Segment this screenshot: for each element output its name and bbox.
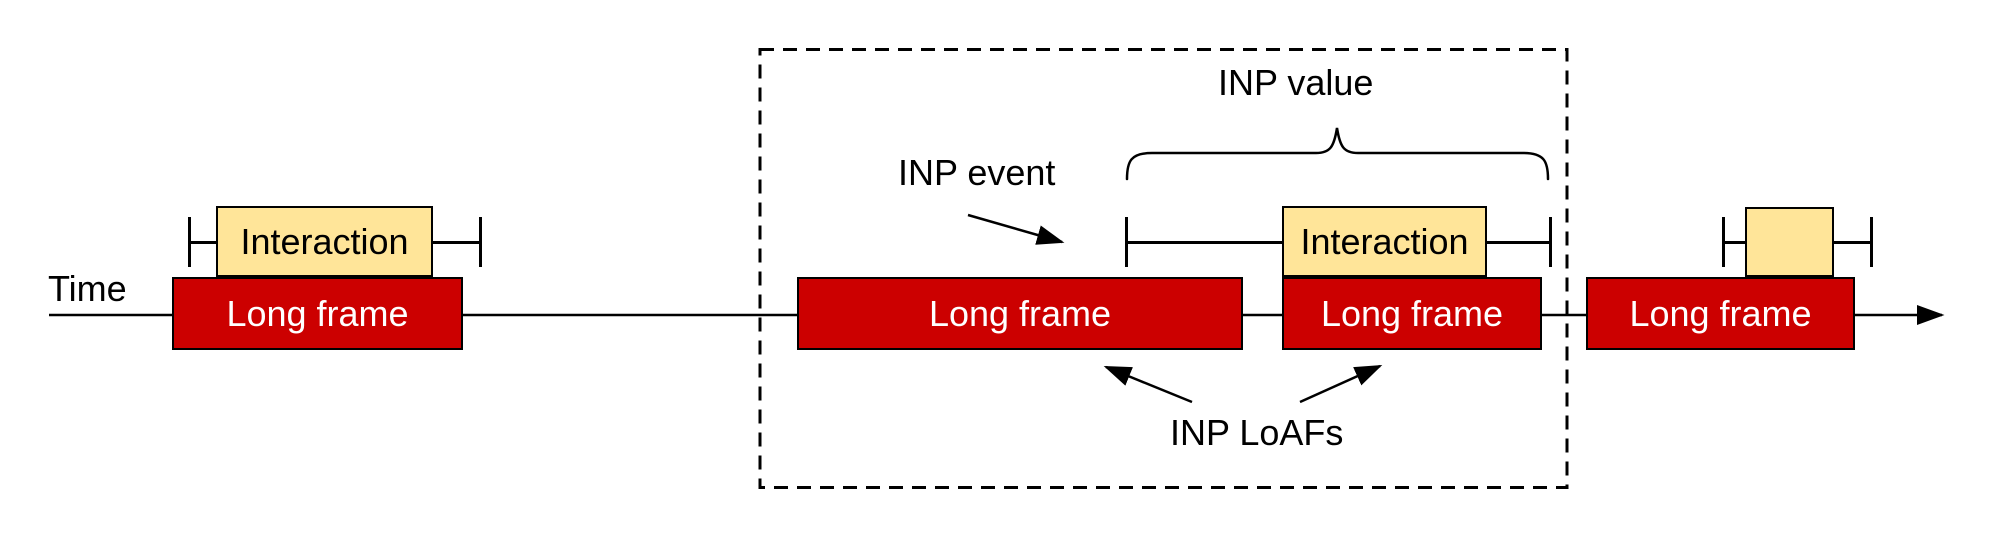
interaction-label: Interaction [1300, 220, 1469, 262]
long-frame-label: Long frame [1629, 292, 1812, 334]
long-frame-box-3: Long frame [1282, 277, 1542, 350]
interaction-box-1: Interaction [216, 206, 433, 277]
inp-loaf-arrow-right [1299, 364, 1383, 404]
long-frame-label: Long frame [226, 292, 409, 334]
inp-loafs-label: INP LoAFs [1170, 412, 1344, 453]
inp-event-arrow [967, 213, 1065, 245]
long-frame-label: Long frame [1320, 292, 1504, 334]
inp-loaf-arrow-left [1103, 365, 1193, 404]
inp-value-label: INP value [1218, 62, 1374, 103]
interaction-box-2: Interaction [1282, 206, 1487, 277]
inp-value-brace [1125, 127, 1550, 181]
long-frame-box-1: Long frame [172, 277, 463, 350]
long-frame-box-4: Long frame [1586, 277, 1855, 350]
time-label: Time [48, 268, 127, 309]
long-frame-box-2: Long frame [797, 277, 1243, 350]
interaction-label: Interaction [240, 220, 409, 262]
long-frame-label: Long frame [928, 292, 1112, 334]
inp-event-label: INP event [898, 152, 1056, 193]
interaction-box-3 [1745, 207, 1834, 277]
